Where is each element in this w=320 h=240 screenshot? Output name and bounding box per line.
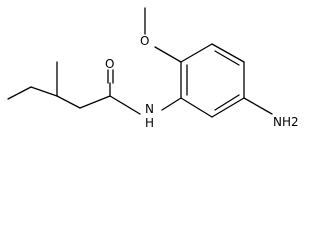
ring-bond-3: [211, 43, 245, 63]
carbonyl-oxygen-label: O: [105, 57, 114, 71]
structure-canvas: O O N H NH2: [7, 7, 299, 130]
ring-bond-5: [211, 97, 245, 118]
ring-inner-double-2: [214, 50, 240, 66]
amino-group-label: NH2: [273, 115, 299, 129]
bond-tbutyl-methyl-right: [56, 95, 81, 109]
ring-bond-2: [180, 43, 213, 63]
bond-ring-amino: [243, 97, 273, 115]
bond-ring-methoxy-oxygen: [154, 46, 182, 63]
ring-inner-double-3: [214, 94, 240, 111]
amide-nitrogen-label: N: [145, 102, 154, 116]
chemical-structure: O O N H NH2: [7, 7, 299, 130]
bond-chain-ch2: [79, 95, 111, 109]
bond-tbutyl-methyl-left: [7, 86, 32, 100]
ring-bond-6: [180, 97, 213, 118]
methoxy-oxygen-label: O: [140, 34, 149, 48]
bond-carbonyl-nitrogen: [109, 95, 141, 115]
bond-nitrogen-ring: [161, 97, 182, 111]
amide-hydrogen-label: H: [145, 116, 154, 130]
bond-tbutyl-center-left: [30, 86, 58, 97]
